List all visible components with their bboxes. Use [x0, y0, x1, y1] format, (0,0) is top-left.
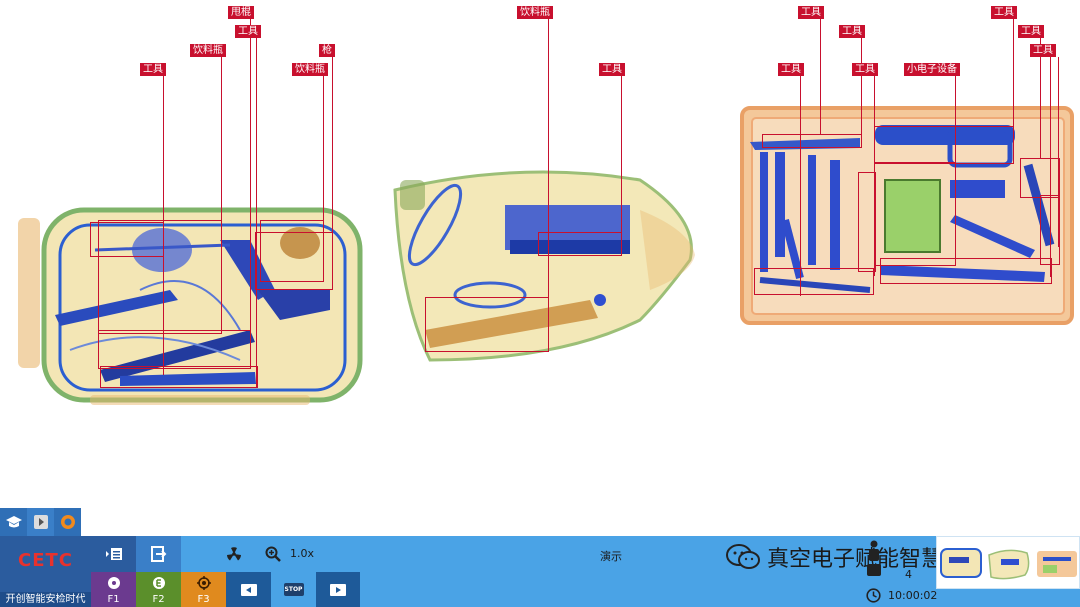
elapsed-time: 10:00:02	[888, 589, 938, 602]
previous-button[interactable]	[226, 572, 271, 607]
mode-label: 演示	[600, 550, 622, 563]
export-icon	[150, 546, 166, 562]
detection-label[interactable]: 饮料瓶	[517, 6, 553, 19]
detection-leader-line	[1013, 19, 1014, 164]
next-button[interactable]	[316, 572, 360, 607]
detection-leader-line	[256, 38, 257, 388]
detection-box[interactable]	[255, 232, 333, 290]
detection-box[interactable]	[762, 134, 862, 148]
export-button[interactable]	[136, 536, 181, 572]
detection-leader-line	[250, 19, 251, 369]
f1-label: F1	[107, 593, 120, 605]
xray-scan-view[interactable]: 工具 饮料瓶 甩棍 工具 枪 饮料瓶 饮料瓶 工具 工具 工具 工具	[0, 0, 1080, 505]
operator-icon	[867, 540, 881, 576]
thumbnail-1[interactable]	[937, 537, 985, 588]
detection-leader-line	[323, 76, 324, 221]
detection-leader-line	[332, 57, 333, 290]
thumbnail-3[interactable]	[1033, 537, 1079, 588]
detection-label[interactable]: 工具	[778, 63, 804, 76]
detection-box[interactable]	[880, 258, 1052, 284]
detection-label[interactable]: 枪	[319, 44, 335, 57]
graduation-cap-icon	[5, 516, 22, 528]
detection-box[interactable]	[538, 232, 622, 256]
detection-label[interactable]: 工具	[1018, 25, 1044, 38]
detection-box[interactable]	[100, 366, 258, 388]
stop-button[interactable]: STOP	[271, 572, 316, 607]
detection-label[interactable]: 工具	[991, 6, 1017, 19]
detection-box[interactable]	[98, 220, 222, 334]
detection-label[interactable]: 饮料瓶	[190, 44, 226, 57]
detection-label[interactable]: 工具	[852, 63, 878, 76]
arrow-left-icon	[240, 583, 257, 596]
detection-label[interactable]: 工具	[140, 63, 166, 76]
training-button[interactable]	[0, 508, 27, 536]
detection-box[interactable]	[874, 126, 1014, 164]
detection-label[interactable]: 小电子设备	[904, 63, 960, 76]
play-icon	[33, 515, 48, 529]
detection-label[interactable]: 甩棍	[228, 6, 254, 19]
bag-2-xray	[393, 170, 695, 362]
zoom-level: 1.0x	[290, 547, 315, 560]
brand-slogan: 开创智能安检时代	[0, 592, 91, 607]
detection-label[interactable]: 工具	[1030, 44, 1056, 57]
cetc-logo: CETC	[18, 550, 73, 571]
disc-icon	[107, 576, 120, 589]
radiation-icon	[227, 547, 241, 561]
wechat-icon	[726, 544, 760, 569]
detection-leader-line	[1058, 57, 1059, 247]
list-icon	[105, 548, 122, 560]
target-icon	[196, 575, 211, 590]
record-icon	[60, 515, 75, 529]
detection-leader-line	[820, 19, 821, 134]
playback-button[interactable]	[27, 508, 54, 536]
detection-box[interactable]	[90, 222, 164, 257]
brand-block: CETC 开创智能安检时代	[0, 536, 91, 607]
detection-box[interactable]	[425, 297, 549, 352]
stop-icon: STOP	[283, 583, 304, 596]
bag-3-xray	[740, 106, 1074, 325]
detection-leader-line	[861, 38, 862, 148]
item-count: 4	[905, 568, 912, 581]
detection-label[interactable]: 工具	[798, 6, 824, 19]
detection-label[interactable]: 饮料瓶	[292, 63, 328, 76]
detection-box[interactable]	[858, 172, 876, 272]
detection-label[interactable]: 工具	[839, 25, 865, 38]
f1-button[interactable]: F1	[91, 572, 136, 607]
f2-label: F2	[152, 593, 165, 605]
detection-leader-line	[221, 57, 222, 334]
detection-leader-line	[548, 19, 549, 297]
detection-box[interactable]	[754, 268, 874, 295]
record-button[interactable]	[54, 508, 81, 536]
thumbnail-2[interactable]	[985, 537, 1033, 588]
thumbnail-strip	[936, 536, 1080, 589]
detection-box[interactable]	[874, 162, 956, 266]
detection-leader-line	[1050, 57, 1051, 277]
zoom-icon[interactable]	[265, 546, 281, 562]
mini-toolbar	[0, 508, 81, 536]
f3-button[interactable]: F3	[181, 572, 226, 607]
detection-label[interactable]: 工具	[235, 25, 261, 38]
detection-box[interactable]	[1020, 158, 1060, 198]
control-panel: CETC 开创智能安检时代 F1	[0, 536, 1080, 607]
image-list-button[interactable]	[91, 536, 136, 572]
detection-box[interactable]	[1040, 195, 1060, 265]
detection-leader-line	[800, 76, 801, 296]
xray-image	[18, 106, 1074, 405]
f2-button[interactable]: F2	[136, 572, 181, 607]
detection-leader-line	[1040, 38, 1041, 158]
detection-box[interactable]	[260, 220, 324, 282]
bag-1-xray	[18, 207, 363, 405]
arrow-right-icon	[330, 583, 346, 596]
detection-leader-line	[621, 76, 622, 256]
e-circle-icon	[152, 576, 165, 589]
f3-label: F3	[197, 593, 210, 605]
detection-box[interactable]	[98, 330, 251, 369]
detection-label[interactable]: 工具	[599, 63, 625, 76]
clock-icon	[866, 588, 881, 603]
